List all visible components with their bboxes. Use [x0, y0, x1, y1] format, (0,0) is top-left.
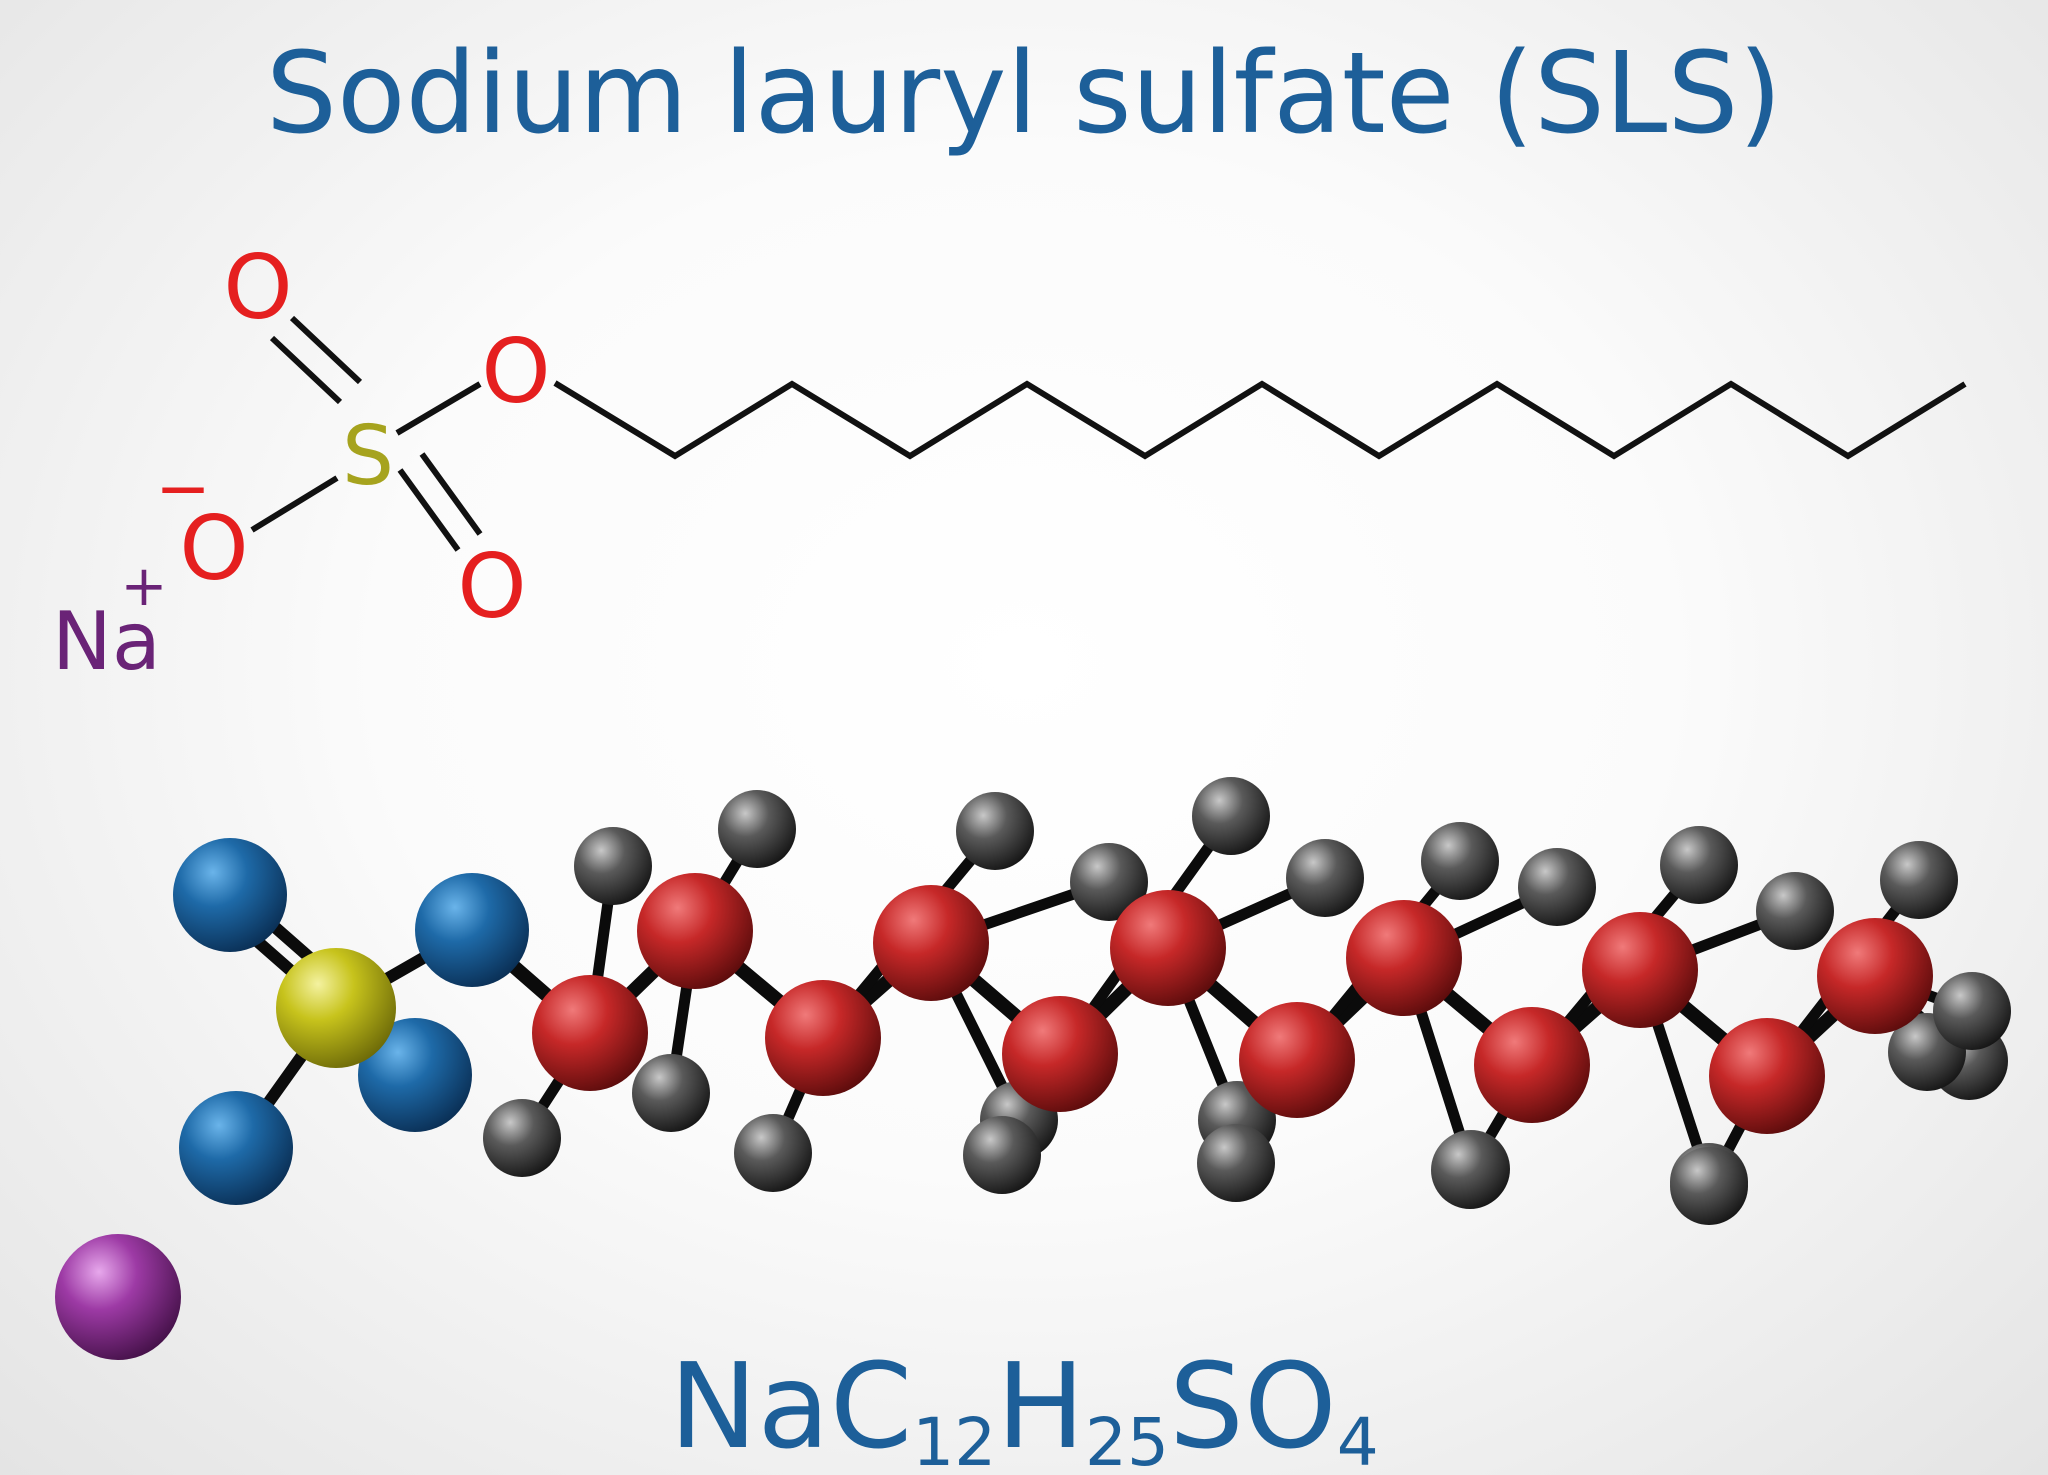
- cation-charge: +: [121, 554, 168, 619]
- bond-s-o-bottom-b: [419, 452, 483, 536]
- bond-s-o-bottom-a: [397, 468, 461, 552]
- carbon-atom-1: [532, 975, 648, 1091]
- bond-s-o-top-b: [289, 315, 363, 385]
- hydrogen-atom-4-1: [1070, 843, 1148, 921]
- hydrogen-atom-7-1: [1421, 822, 1499, 900]
- hydrogen-atom-3-1: [956, 792, 1034, 870]
- hydrogen-atom-11-2: [1670, 1147, 1748, 1225]
- carbon-atom-9: [1474, 1007, 1590, 1123]
- bond-s-o-ester: [395, 381, 482, 436]
- hydrogen-atom-12-3: [1933, 972, 2011, 1050]
- hydrogen-atom-1-2: [483, 1099, 561, 1177]
- hydrogen-atom-10-1: [1756, 872, 1834, 950]
- carbon-atom-8: [1346, 900, 1462, 1016]
- oxygen-top-label: O: [223, 236, 292, 339]
- oxygen-atom-3: [358, 1018, 472, 1132]
- bond-s-o-top-a: [269, 335, 343, 405]
- model-atoms: [55, 777, 2011, 1360]
- sulfur-label: S: [342, 409, 394, 504]
- hydrogen-atom-6-1: [1286, 839, 1364, 917]
- carbon-atom-2: [637, 873, 753, 989]
- oxygen-bottom-label: O: [457, 535, 526, 638]
- carbon-atom-4: [873, 885, 989, 1001]
- carbon-atom-6: [1110, 890, 1226, 1006]
- sodium-label: Na: [52, 595, 161, 688]
- sulfur-atom: [276, 948, 396, 1068]
- svg-text:NaC12H25SO4: NaC12H25SO4: [669, 1337, 1378, 1475]
- oxygen-atom-2: [415, 873, 529, 987]
- carbon-atom-10: [1582, 912, 1698, 1028]
- anion-charge: −: [155, 450, 210, 527]
- formula-oxygen-count: 4: [1337, 1404, 1379, 1475]
- hydrogen-atom-3-2: [734, 1114, 812, 1192]
- formula-sulfate: SO: [1169, 1337, 1337, 1475]
- hydrogen-atom-1-1: [574, 827, 652, 905]
- sodium-atom: [55, 1234, 181, 1360]
- formula-hydrogen: H: [996, 1337, 1085, 1475]
- carbon-atom-12: [1817, 918, 1933, 1034]
- oxygen-atom-1: [173, 838, 287, 952]
- carbon-atom-3: [765, 980, 881, 1096]
- hydrogen-atom-9-1: [1660, 826, 1738, 904]
- carbon-chain: [553, 380, 1967, 460]
- oxygen-atom-4: [179, 1091, 293, 1205]
- hydrogen-atom-5-2: [963, 1116, 1041, 1194]
- oxygen-ester-label: O: [481, 320, 550, 423]
- carbon-atom-7: [1239, 1002, 1355, 1118]
- carbon-atom-5: [1002, 996, 1118, 1112]
- hydrogen-atom-8-1: [1518, 848, 1596, 926]
- hydrogen-atom-2-2: [632, 1054, 710, 1132]
- bond-s-o-anion: [250, 475, 339, 533]
- formula-carbon: C: [830, 1337, 912, 1475]
- hydrogen-atom-2-1: [718, 790, 796, 868]
- hydrogen-atom-5-1: [1192, 777, 1270, 855]
- formula-hydrogen-count: 25: [1085, 1404, 1169, 1475]
- page-title: Sodium lauryl sulfate (SLS): [265, 29, 1783, 159]
- hydrogen-atom-9-2: [1431, 1131, 1509, 1209]
- formula-sodium: Na: [669, 1337, 830, 1475]
- hydrogen-atom-11-1: [1880, 841, 1958, 919]
- hydrogen-atom-7-2: [1197, 1124, 1275, 1202]
- oxygen-anion-label: O: [179, 497, 248, 600]
- carbon-atom-11: [1709, 1018, 1825, 1134]
- formula-carbon-count: 12: [912, 1404, 996, 1475]
